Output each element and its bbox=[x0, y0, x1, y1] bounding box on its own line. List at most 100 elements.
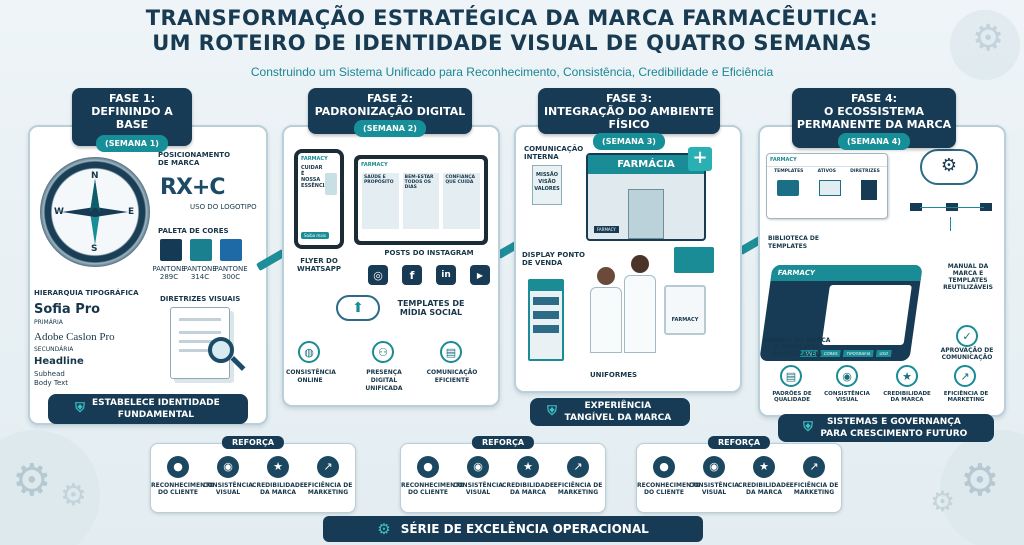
reforca-item: EFICIÊNCIA DE MARKETING bbox=[303, 482, 353, 496]
phase2-header: FASE 2: PADRONIZAÇÃO DIGITAL (SEMANA 2) bbox=[308, 88, 472, 137]
sample-body: Body Text bbox=[34, 379, 69, 387]
compass-icon: N S E W bbox=[40, 157, 150, 267]
manual-label-left: MANUAL DA MARCA E TEMPLATES REUTILIZÁVEI… bbox=[763, 337, 831, 358]
magnifier-handle bbox=[230, 356, 246, 371]
tablet-card: SAÚDE E PROPÓSITO bbox=[362, 173, 399, 229]
internal-comm-label: COMUNICAÇÃO INTERNA bbox=[524, 145, 584, 161]
youtube-icon[interactable]: ▶ bbox=[470, 265, 490, 285]
tablet-card: CONFIANÇA QUE CUIDA bbox=[443, 173, 481, 229]
swatch-3-label: PANTONE 300C bbox=[214, 265, 248, 281]
phase4-name: O ECOSSISTEMA PERMANENTE DA MARCA bbox=[796, 105, 952, 131]
binder-title: FARMACY bbox=[770, 265, 923, 281]
gear-icon: ⚙ bbox=[60, 478, 87, 513]
phase2-panel: FARMACY CUIDAR É NOSSA ESSÊNCIA Saiba ma… bbox=[282, 125, 500, 407]
binder-tab[interactable]: USO bbox=[875, 350, 892, 357]
document-icon[interactable] bbox=[861, 180, 877, 200]
phase1-name: DEFININDO A BASE bbox=[91, 105, 173, 131]
phone-button[interactable]: Saiba mais bbox=[301, 232, 329, 239]
chart-icon: ↗ bbox=[803, 456, 825, 478]
instagram-label: POSTS DO INSTAGRAM bbox=[384, 249, 474, 257]
palette-title: PALETA DE CORES bbox=[158, 227, 229, 235]
cloud-gear-icon: ⚙ bbox=[920, 149, 978, 185]
display-label: DISPLAY PONTO DE VENDA bbox=[522, 251, 585, 267]
instagram-icon[interactable]: ◎ bbox=[368, 265, 388, 285]
phone-brand: FARMACY bbox=[301, 156, 328, 162]
phase1-week: (SEMANA 1) bbox=[96, 135, 168, 152]
compass-e: E bbox=[128, 207, 135, 217]
facebook-icon[interactable]: f bbox=[402, 265, 422, 285]
phase3-title: FASE 3: bbox=[605, 92, 653, 105]
reforca-label: REFORÇA bbox=[221, 436, 285, 449]
shield-icon: ⛨ bbox=[75, 401, 85, 416]
reforca-item: CREDIBILIDADE DA MARCA bbox=[252, 482, 304, 496]
chat-icon: ▤ bbox=[440, 341, 462, 363]
phase2-week: (SEMANA 2) bbox=[354, 120, 426, 137]
gear-icon: ⚙ bbox=[972, 18, 1005, 59]
eye-icon: ◉ bbox=[836, 365, 858, 387]
gear-icon: ⚙ bbox=[377, 520, 391, 538]
compass-n: N bbox=[91, 171, 99, 181]
font-primary: Sofia Pro bbox=[34, 302, 101, 317]
library-label: BIBLIOTECA DE TEMPLATES bbox=[768, 235, 819, 250]
linkedin-icon[interactable]: in bbox=[436, 265, 456, 285]
phase1-title: FASE 1: bbox=[108, 92, 156, 105]
logo-use-label: USO DO LOGOTIPO bbox=[190, 203, 257, 211]
library-brand: FARMACY bbox=[767, 154, 887, 167]
tablet-mockup: FARMACY SAÚDE E PROPÓSITO BEM-ESTAR TODO… bbox=[354, 155, 488, 245]
typography-title: HIERARQUIA TIPOGRÁFICA bbox=[34, 289, 139, 297]
phase4-footer: ⛨ SISTEMAS E GOVERNANÇA PARA CRESCIMENTO… bbox=[778, 414, 994, 442]
sample-headline: Headline bbox=[34, 356, 84, 367]
phase1-panel: N S E W POSICIONAMENTO DE MARCA RX+C USO… bbox=[28, 125, 268, 425]
reforca-item: EFICIÊNCIA DE MARKETING bbox=[789, 482, 839, 496]
star-shield-icon: ★ bbox=[896, 365, 918, 387]
image-icon[interactable] bbox=[819, 180, 841, 196]
shield-icon: ⛨ bbox=[803, 420, 813, 435]
star-shield-icon: ★ bbox=[753, 456, 775, 478]
chart-icon: ↗ bbox=[567, 456, 589, 478]
store-sign: FARMÁCIA bbox=[588, 155, 704, 174]
phase4-item-4: EFICIÊNCIA DE MARKETING bbox=[943, 391, 989, 403]
phase4-item-3: CREDIBILIDADE DA MARCA bbox=[883, 391, 931, 403]
phase3-name: INTEGRAÇÃO DO AMBIENTE FÍSICO bbox=[543, 105, 715, 131]
manual-label-right: MANUAL DA MARCA E TEMPLATES REUTILIZÁVEI… bbox=[943, 263, 993, 291]
reforca-box-1: REFORÇA ●RECONHECIMENTO DO CLIENTE ◉CONS… bbox=[150, 436, 356, 513]
title-line-2: UM ROTEIRO DE IDENTIDADE VISUAL DE QUATR… bbox=[152, 31, 872, 55]
gear-icon: ⚙ bbox=[930, 485, 956, 518]
mission-board: MISSÃO VISÃO VALORES bbox=[532, 165, 562, 205]
phone-mockup: FARMACY CUIDAR É NOSSA ESSÊNCIA Saiba ma… bbox=[294, 149, 344, 249]
phase1-footer-text: ESTABELECE IDENTIDADE FUNDAMENTAL bbox=[91, 398, 220, 420]
swatch-1-label: PANTONE 289C bbox=[152, 265, 186, 281]
customer-icon: ● bbox=[167, 456, 189, 478]
phase4-header: FASE 4: O ECOSSISTEMA PERMANENTE DA MARC… bbox=[792, 88, 956, 150]
swatch-1 bbox=[160, 239, 182, 261]
globe-icon: ◍ bbox=[298, 341, 320, 363]
binder-tab[interactable]: TIPOGRAFIA bbox=[843, 350, 874, 357]
reforca-item: CREDIBILIDADE DA MARCA bbox=[738, 482, 790, 496]
phase2-item-1: CONSISTÊNCIA ONLINE bbox=[286, 369, 336, 384]
phase4-title: FASE 4: bbox=[850, 92, 898, 105]
check-icon: ✓ bbox=[956, 325, 978, 347]
compass-s: S bbox=[91, 244, 98, 254]
shield-icon: ⛨ bbox=[547, 404, 557, 419]
reforca-item: CONSISTÊNCIA VISUAL bbox=[203, 482, 253, 496]
uniforms-label: UNIFORMES bbox=[590, 371, 638, 379]
tablet-brand: FARMACY bbox=[361, 162, 388, 168]
folder-icon[interactable] bbox=[777, 180, 799, 196]
tab-guidelines[interactable]: DIRETRIZES bbox=[850, 169, 880, 174]
font-secondary-role: SECUNDÁRIA bbox=[34, 346, 74, 353]
phase4-item-2: CONSISTÊNCIA VISUAL bbox=[824, 391, 870, 403]
phase2-name: PADRONIZAÇÃO DIGITAL bbox=[314, 105, 466, 118]
phase3-footer: ⛨ EXPERIÊNCIA TANGÍVEL DA MARCA bbox=[530, 398, 690, 426]
tab-templates[interactable]: TEMPLATES bbox=[774, 169, 804, 174]
eye-icon: ◉ bbox=[467, 456, 489, 478]
eye-icon: ◉ bbox=[217, 456, 239, 478]
tab-assets[interactable]: ATIVOS bbox=[817, 169, 836, 174]
chart-icon: ↗ bbox=[954, 365, 976, 387]
font-primary-role: PRIMÁRIA bbox=[34, 319, 63, 326]
compass-w: W bbox=[54, 207, 64, 217]
page-subtitle: Construindo um Sistema Unificado para Re… bbox=[250, 65, 774, 79]
brand-logo: RX+C bbox=[160, 175, 225, 200]
title-line-1: TRANSFORMAÇÃO ESTRATÉGICA DA MARCA FARMA… bbox=[145, 6, 879, 30]
reforca-item: CREDIBILIDADE DA MARCA bbox=[502, 482, 554, 496]
phase4-panel: FARMACY TEMPLATES ATIVOS DIRETRIZES ⚙ BI… bbox=[758, 125, 1006, 417]
